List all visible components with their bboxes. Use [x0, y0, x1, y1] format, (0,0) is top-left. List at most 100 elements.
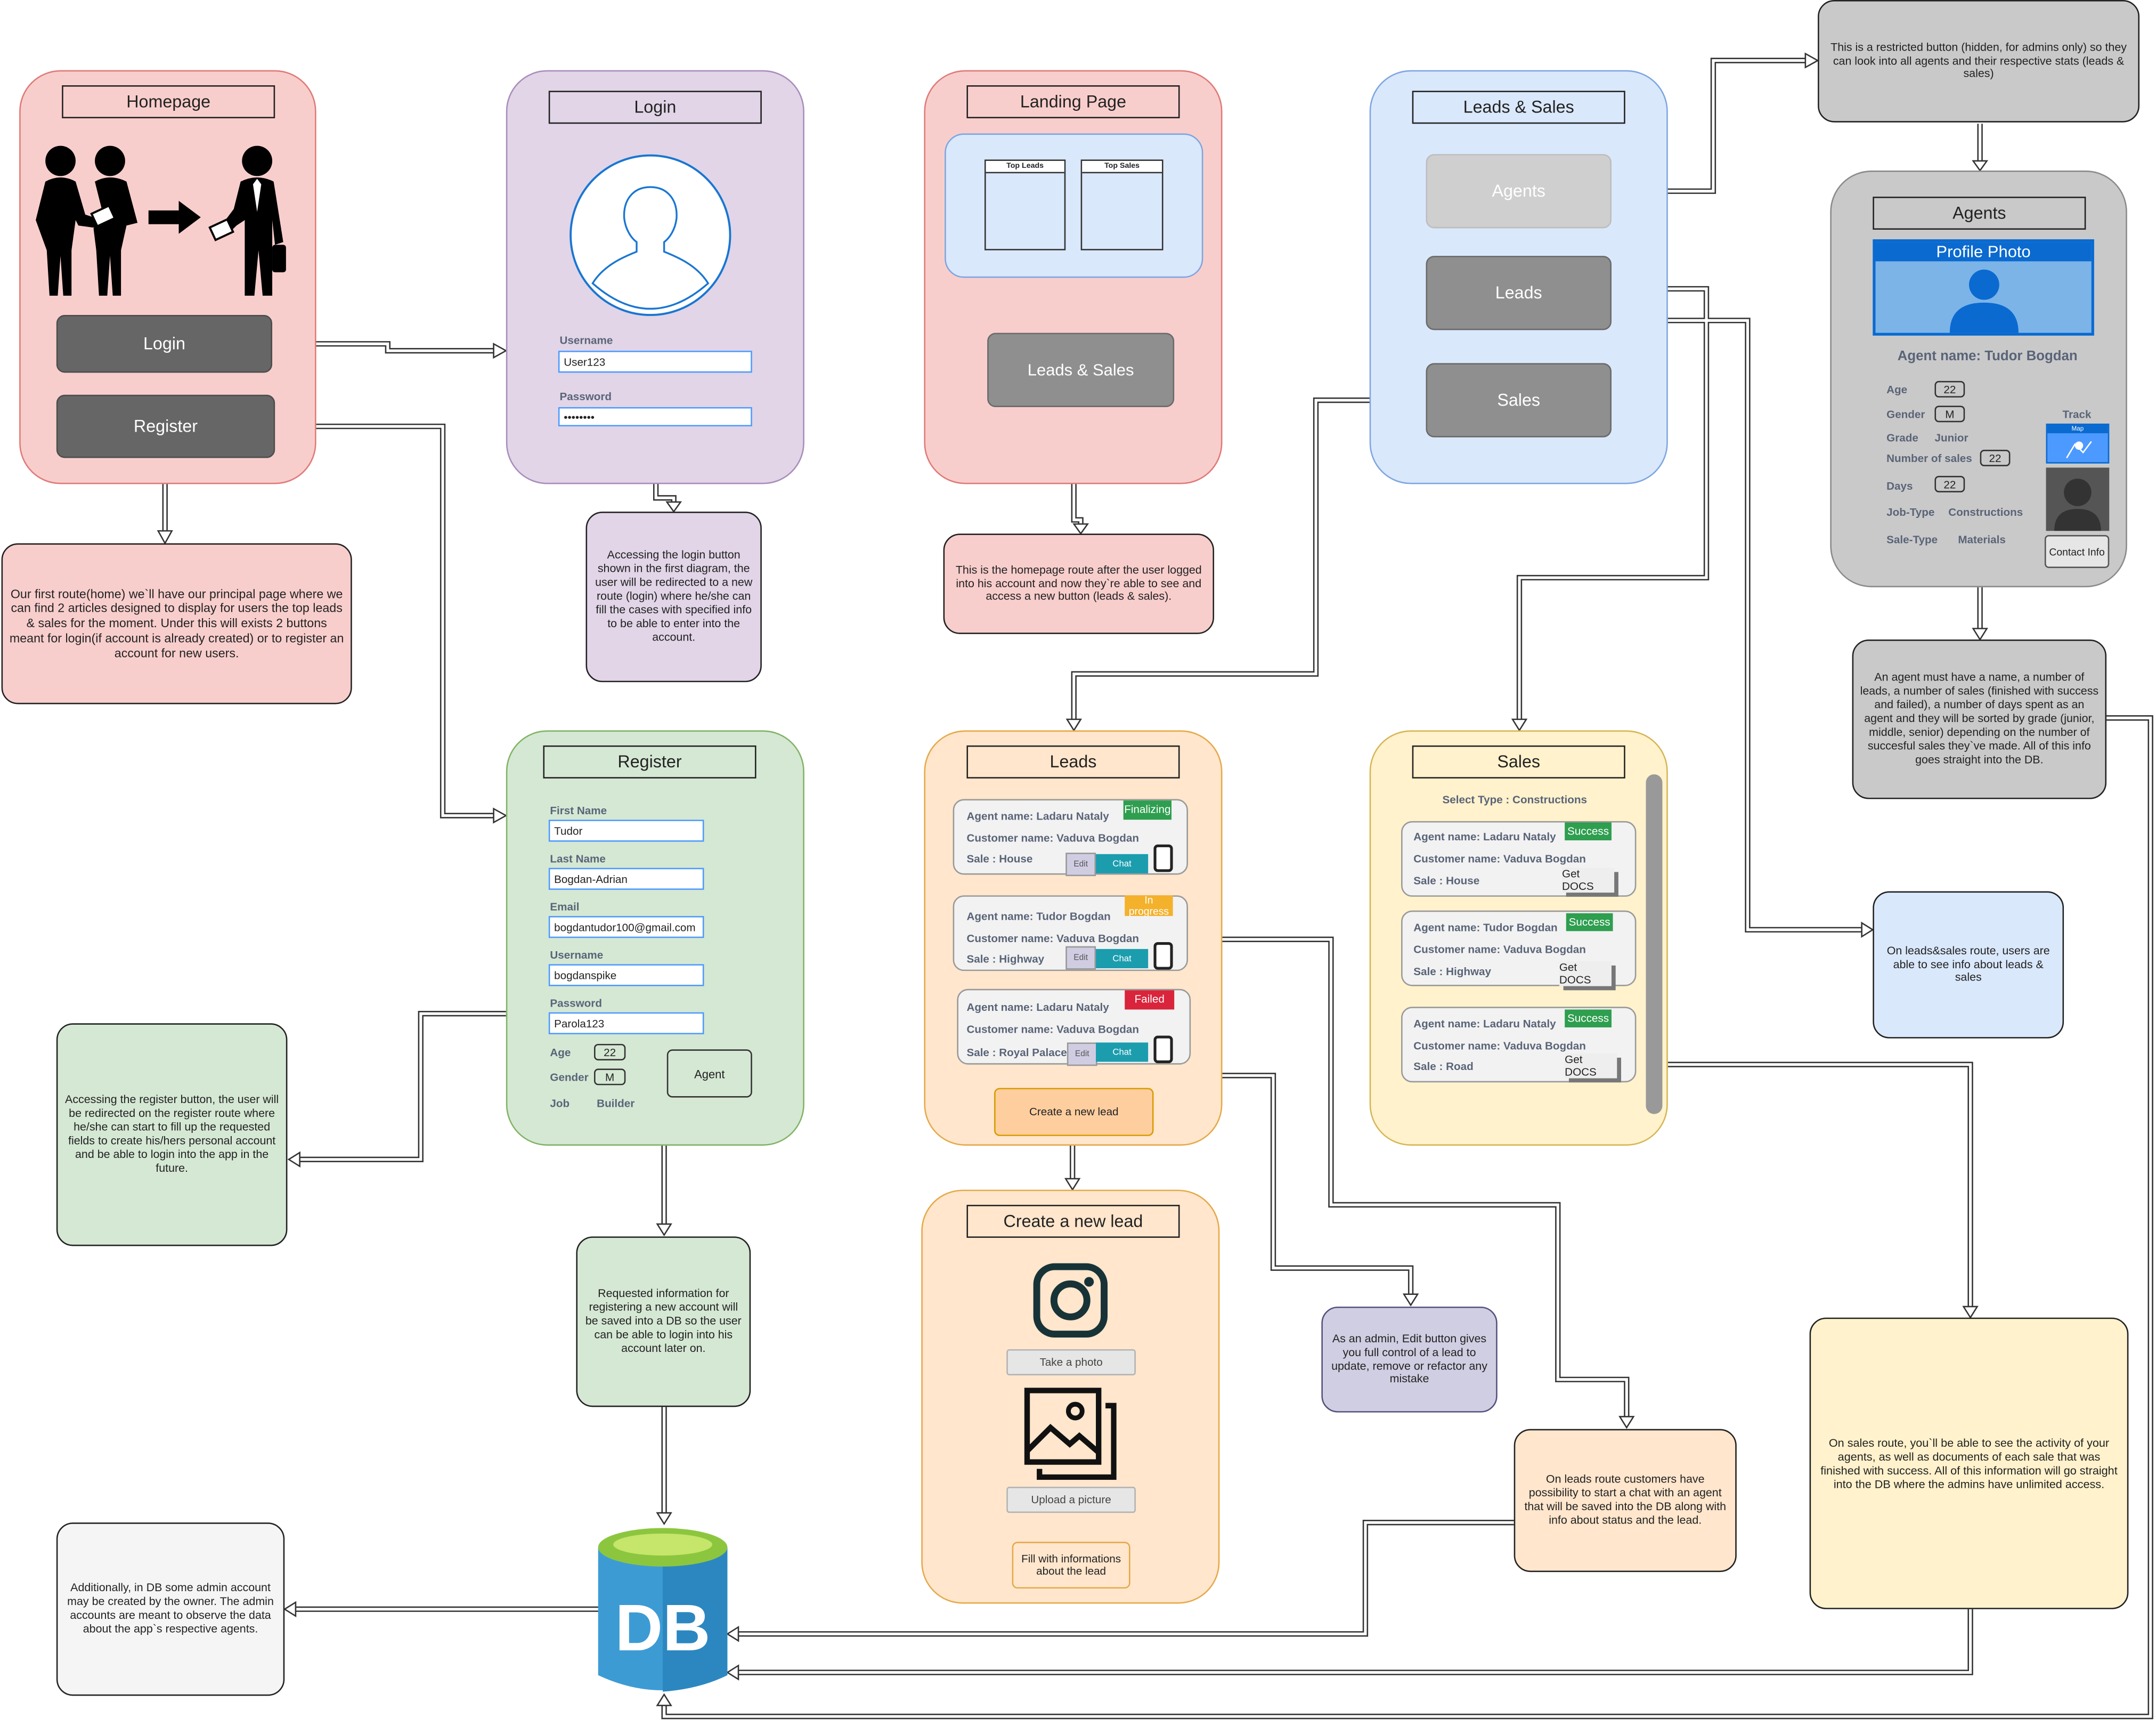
- top-sales-box: Top Sales: [1080, 159, 1164, 250]
- register-password-label: Password: [550, 997, 602, 1010]
- register-title: Register: [543, 745, 756, 779]
- register-left-note: Accessing the register button, the user …: [56, 1023, 288, 1246]
- sale-card-3-sale: Sale : Road: [1413, 1060, 1474, 1073]
- agent-jobtype-value: Constructions: [1948, 506, 2023, 519]
- lead-card-3-edit-button[interactable]: Edit: [1067, 1042, 1097, 1066]
- lead-card-2-chat-button[interactable]: Chat: [1096, 949, 1149, 969]
- lead-card-2-status: In progress: [1125, 895, 1173, 916]
- login-password-input[interactable]: ••••••••: [558, 407, 752, 427]
- lead-card-1-sale: Sale : House: [966, 853, 1033, 865]
- sale-card-1-docs-button[interactable]: Get DOCS: [1562, 868, 1615, 893]
- register-age-label: Age: [550, 1047, 571, 1059]
- lead-card-2-edit-button[interactable]: Edit: [1065, 946, 1096, 970]
- sales-select-type[interactable]: Select Type : Constructions: [1442, 793, 1587, 806]
- register-email-input[interactable]: bogdantudor100@gmail.com: [548, 915, 704, 938]
- top-sales-label: Top Sales: [1082, 160, 1162, 174]
- create-lead-frame: [921, 1189, 1220, 1604]
- lead-card-1-phone-icon[interactable]: [1153, 844, 1173, 872]
- agent-age-value: 22: [1934, 380, 1965, 398]
- map-icon[interactable]: Map: [2046, 423, 2110, 464]
- sales-scrollbar[interactable]: [1646, 774, 1663, 1114]
- create-lead-button[interactable]: Create a new lead: [994, 1088, 1154, 1136]
- sale-card-2-status: Success: [1566, 913, 1613, 931]
- sale-card-1-customer: Customer name: Vaduva Bogdan: [1413, 853, 1586, 865]
- contact-info-button[interactable]: Contact Info: [2044, 535, 2110, 568]
- login-username-input[interactable]: User123: [558, 351, 752, 373]
- database-icon: DB: [598, 1528, 728, 1692]
- fill-info-button[interactable]: Fill with informations about the lead: [1012, 1542, 1130, 1589]
- agent-sales-label: Number of sales: [1886, 452, 1972, 465]
- restricted-button-note: This is a restricted button (hidden, for…: [1818, 0, 2140, 123]
- lead-card-2-customer: Customer name: Vaduva Bogdan: [966, 932, 1139, 945]
- lead-card-2-sale: Sale : Highway: [966, 953, 1045, 966]
- profile-person-icon: [1949, 269, 2019, 333]
- sale-card-2-customer: Customer name: Vaduva Bogdan: [1413, 943, 1586, 956]
- register-password-input[interactable]: Parola123: [548, 1012, 704, 1034]
- lead-card-1-edit-button[interactable]: Edit: [1065, 853, 1096, 877]
- agent-saletype-value: Materials: [1958, 533, 2006, 546]
- sale-card-3-status: Success: [1565, 1009, 1612, 1028]
- agent-days-label: Days: [1886, 480, 1913, 492]
- agent-toggle-button[interactable]: Agent: [666, 1049, 752, 1098]
- register-gender-label: Gender: [550, 1071, 589, 1084]
- login-note: Accessing the login button shown in the …: [585, 512, 762, 683]
- sale-card-2-docs-button[interactable]: Get DOCS: [1559, 961, 1612, 986]
- register-firstname-input[interactable]: Tudor: [548, 820, 704, 842]
- lead-card-3-customer: Customer name: Vaduva Bogdan: [966, 1023, 1139, 1036]
- camera-icon: [1033, 1263, 1108, 1338]
- landing-title: Landing Page: [966, 85, 1180, 118]
- sale-card-3-docs-button[interactable]: Get DOCS: [1565, 1054, 1617, 1079]
- profile-photo-card: Profile Photo: [1873, 239, 2094, 336]
- register-lastname-label: Last Name: [550, 853, 606, 865]
- leads-title: Leads: [966, 745, 1180, 779]
- register-below-note: Requested information for registering a …: [576, 1236, 751, 1407]
- agent-jobtype-label: Job-Type: [1886, 506, 1935, 519]
- sales-note: On sales route, you`ll be able to see th…: [1809, 1317, 2129, 1609]
- agent-saletype-label: Sale-Type: [1886, 533, 1938, 546]
- agent-photo-icon: [2046, 467, 2110, 531]
- top-leads-label: Top Leads: [986, 160, 1064, 174]
- homepage-note: Our first route(home) we`ll have our pri…: [1, 543, 352, 704]
- sale-card-3-customer: Customer name: Vaduva Bogdan: [1413, 1040, 1586, 1052]
- agents-button[interactable]: Agents: [1426, 154, 1612, 229]
- lead-card-3-chat-button[interactable]: Chat: [1096, 1042, 1149, 1062]
- login-title: Login: [548, 91, 762, 124]
- agents-title: Agents: [1873, 197, 2086, 230]
- register-job-label: Job: [550, 1097, 570, 1110]
- lead-card-1-status: Finalizing: [1123, 800, 1172, 820]
- profile-photo-label: Profile Photo: [1875, 242, 2092, 262]
- leads-button[interactable]: Leads: [1426, 256, 1612, 330]
- register-gender-value[interactable]: M: [593, 1068, 626, 1085]
- register-age-value[interactable]: 22: [593, 1043, 626, 1060]
- sales-button[interactable]: Sales: [1426, 363, 1612, 437]
- lead-card-3-status: Failed: [1125, 990, 1175, 1010]
- register-button[interactable]: Register: [56, 394, 275, 458]
- sale-card-1-status: Success: [1565, 822, 1612, 840]
- agent-gender-value: M: [1934, 406, 1965, 423]
- leads-sales-title: Leads & Sales: [1412, 91, 1625, 124]
- upload-picture-button[interactable]: Upload a picture: [1006, 1487, 1136, 1513]
- lead-card-1-chat-button[interactable]: Chat: [1096, 854, 1149, 873]
- sale-card-2-sale: Sale : Highway: [1413, 965, 1492, 978]
- register-email-label: Email: [550, 901, 580, 913]
- lead-card-3-phone-icon[interactable]: [1153, 1035, 1173, 1064]
- agents-note: An agent must have a name, a number of l…: [1852, 639, 2107, 799]
- register-lastname-input[interactable]: Bogdan-Adrian: [548, 868, 704, 890]
- agent-grade-value: Junior: [1934, 432, 1968, 444]
- map-label: Map: [2047, 425, 2108, 434]
- login-button[interactable]: Login: [56, 315, 273, 373]
- lead-card-2-phone-icon[interactable]: [1153, 942, 1173, 970]
- lead-card-3-agent: Agent name: Ladaru Nataly: [966, 1001, 1109, 1014]
- chat-note: On leads route customers have possibilit…: [1514, 1429, 1737, 1573]
- landing-leads-sales-button[interactable]: Leads & Sales: [987, 333, 1175, 407]
- map-pin-icon: [2066, 441, 2092, 459]
- landing-articles-panel: [945, 133, 1203, 278]
- register-username-input[interactable]: bogdanspike: [548, 964, 704, 986]
- take-photo-button[interactable]: Take a photo: [1006, 1349, 1136, 1375]
- arrow-heads: [157, 52, 1989, 1706]
- register-frame: [506, 730, 804, 1146]
- register-username-label: Username: [550, 949, 604, 962]
- sale-card-2-agent: Agent name: Tudor Bogdan: [1413, 921, 1558, 934]
- agent-days-value: 22: [1934, 476, 1965, 492]
